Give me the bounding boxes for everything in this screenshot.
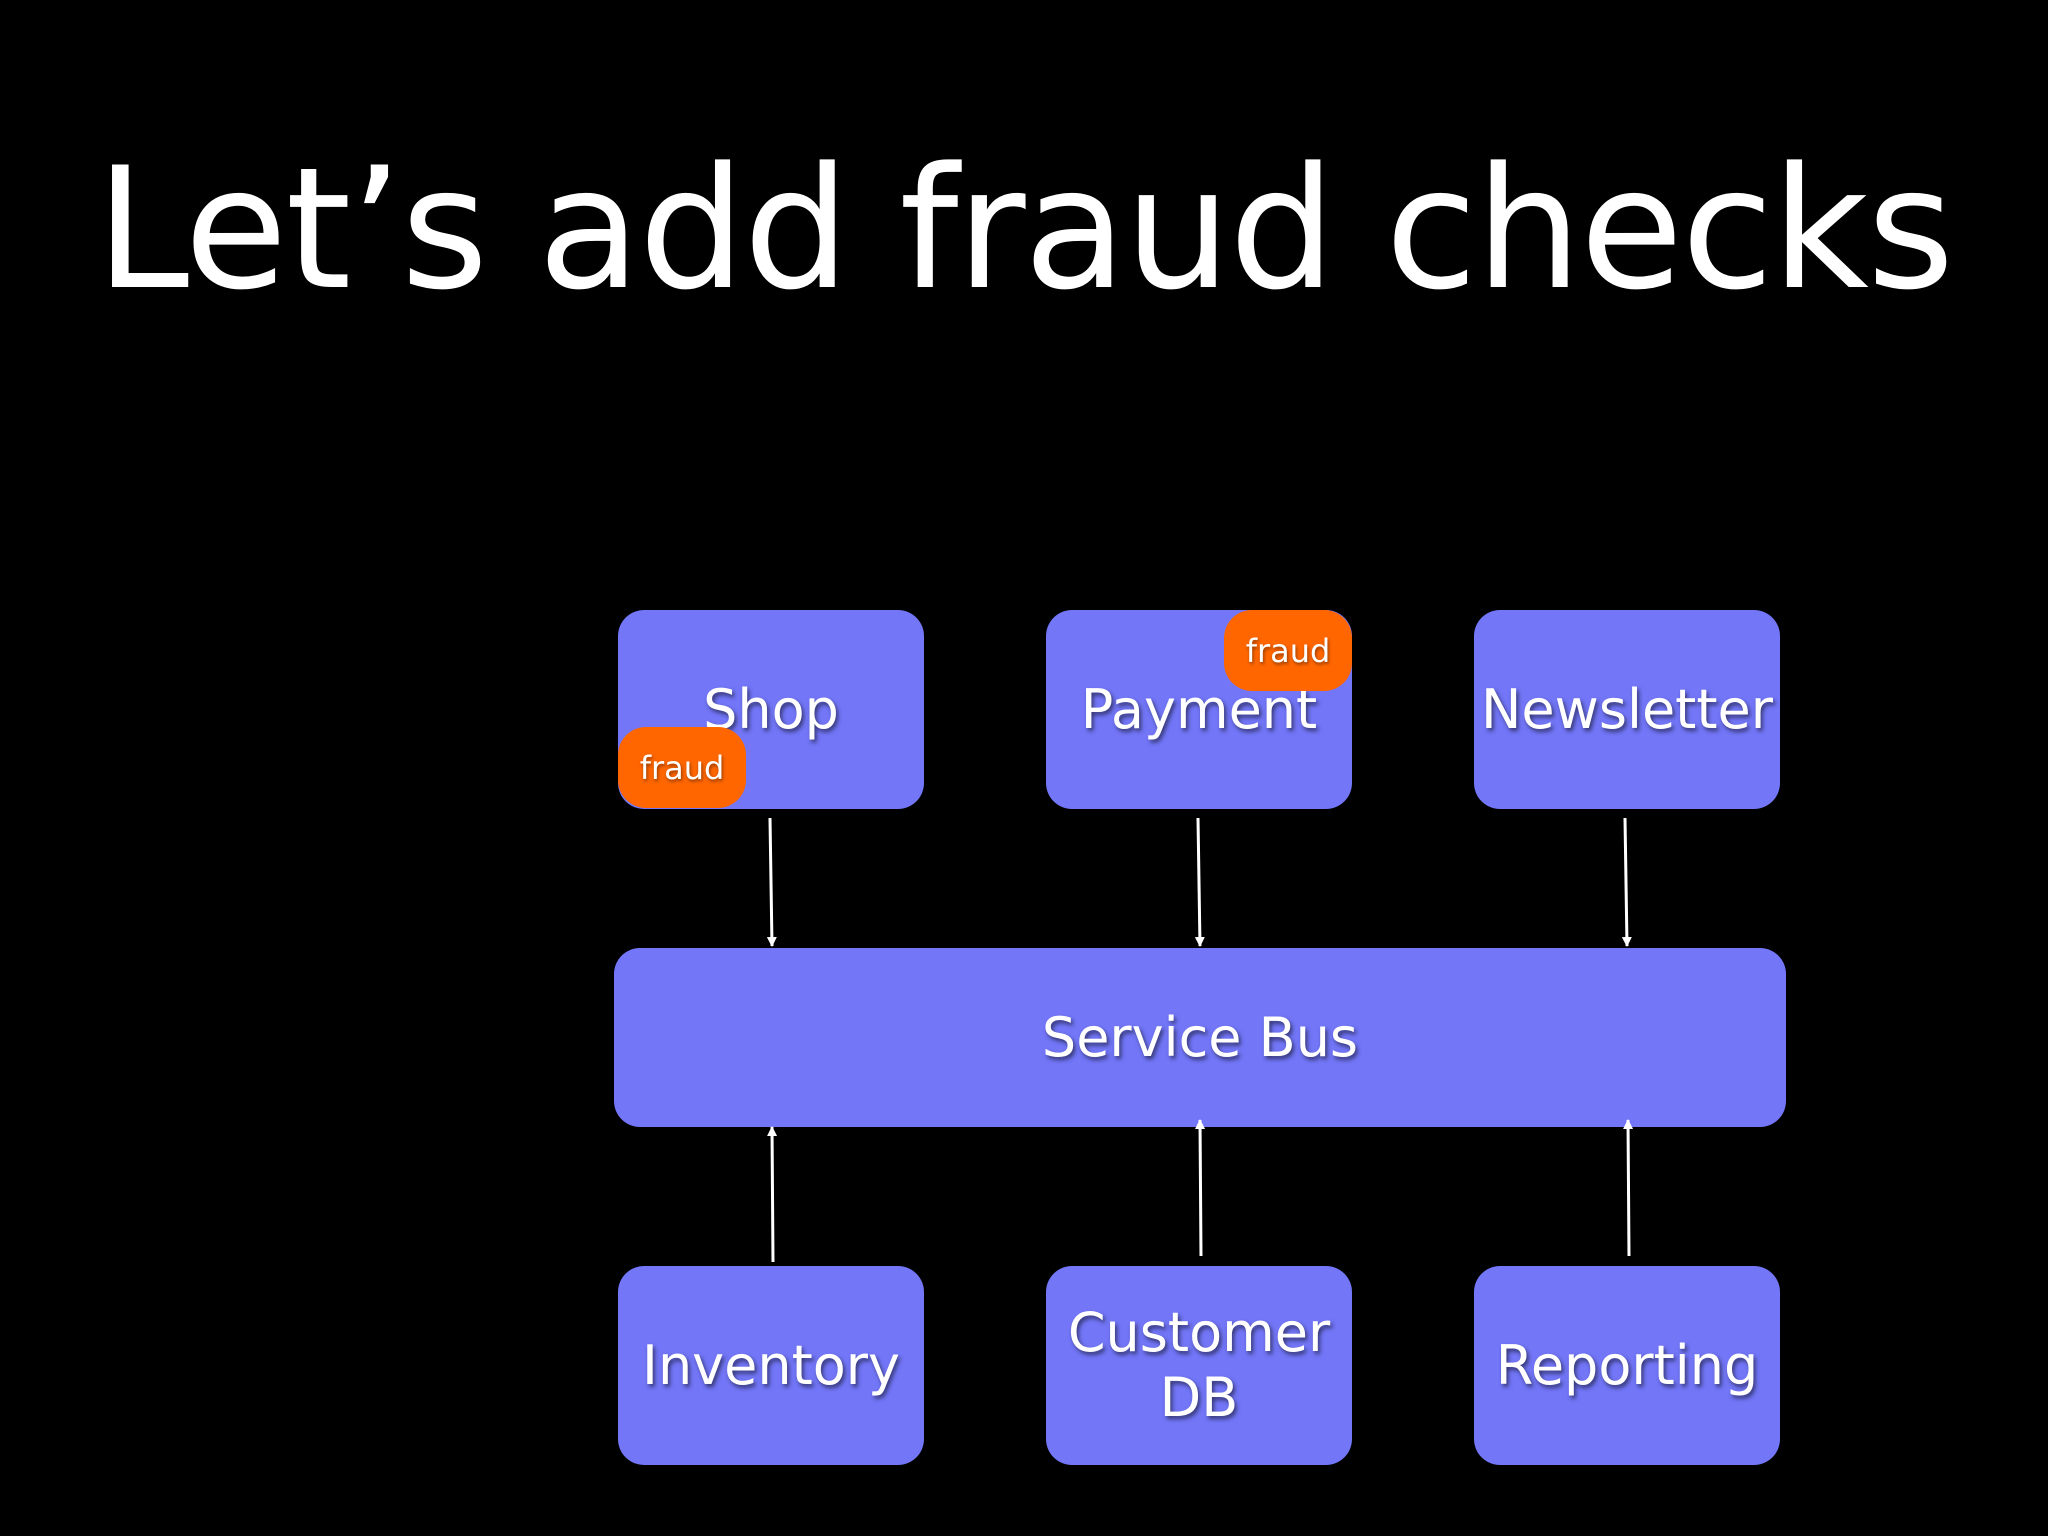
service-bus-label: Service Bus [1041, 1005, 1359, 1069]
customer-db-node: Customer DB [1046, 1266, 1352, 1465]
reporting-label: Reporting [1495, 1333, 1759, 1397]
reporting-node: Reporting [1474, 1266, 1780, 1465]
reporting-to-bus-arrow [1623, 1119, 1634, 1257]
payment-to-bus-arrow [1194, 817, 1205, 947]
payment-fraud-badge: fraud [1224, 610, 1352, 691]
slide-title: Let’s add fraud checks [95, 131, 1955, 327]
inventory-label: Inventory [642, 1333, 900, 1397]
shop-to-bus-arrow [766, 817, 777, 947]
inventory-to-bus-arrow [767, 1126, 778, 1263]
customer-db-to-bus-arrow [1195, 1119, 1206, 1257]
newsletter-to-bus-arrow [1621, 817, 1632, 947]
inventory-node: Inventory [618, 1266, 924, 1465]
newsletter-node: Newsletter [1474, 610, 1780, 809]
newsletter-label: Newsletter [1481, 677, 1773, 741]
customer-db-label-line2: DB [1159, 1365, 1239, 1429]
customer-db-label-line1: Customer [1067, 1300, 1331, 1364]
service-bus-node: Service Bus [614, 948, 1786, 1127]
shop-fraud-badge: fraud [618, 727, 746, 808]
